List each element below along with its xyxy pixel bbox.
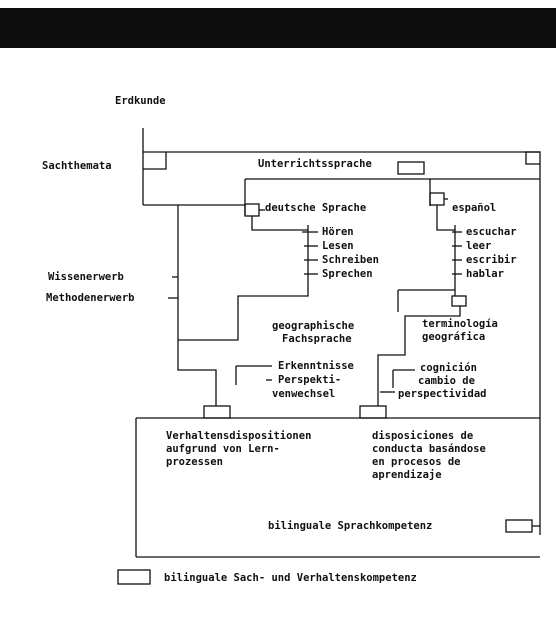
top-black-bar [0,8,556,48]
label-de-skill-4: Sprechen [322,268,373,280]
label-terminologia: terminología [422,318,498,330]
label-verhalten-es-1: disposiciones de [372,430,474,442]
label-verhalten-de-2: aufgrund von Lern- [166,443,280,455]
label-es-skill-4: hablar [466,268,504,280]
label-perspektivenwechsel-2: venwechsel [272,388,336,400]
label-perspectividad: perspectividad [398,388,487,400]
label-deutsche-sprache: deutsche Sprache [265,202,367,214]
label-espanol: español [452,202,497,214]
label-bilinguale-sprachkompetenz: bilinguale Sprachkompetenz [268,520,433,532]
label-methodenerwerb: Methodenerwerb [46,292,135,304]
label-erkenntnisse: Erkenntnisse [278,360,354,372]
label-verhalten-de-1: Verhaltensdispositionen [166,430,312,442]
label-de-skill-2: Lesen [322,240,354,252]
label-sachthemata: Sachthemata [42,160,112,172]
label-de-skill-1: Hören [322,226,354,238]
label-verhalten-de-3: prozessen [166,456,223,468]
label-es-skill-3: escribir [466,254,517,266]
label-geografica: geográfica [422,331,486,343]
label-unterrichtssprache: Unterrichtssprache [258,158,372,170]
label-es-skill-1: escuchar [466,226,517,238]
label-fachsprache: Fachsprache [282,333,352,345]
label-de-skill-3: Schreiben [322,254,379,266]
root-label-erdkunde: Erdkunde [115,95,166,107]
label-bilinguale-sach-verhaltenskompetenz: bilinguale Sach- und Verhaltenskompetenz [164,572,417,584]
label-cognicion: cognición [420,362,477,374]
label-wissenerwerb: Wissenerwerb [48,271,124,283]
label-es-skill-2: leer [466,240,492,252]
label-verhalten-es-2: conducta basándose [372,443,486,455]
label-cambio-de: cambio de [418,375,475,387]
label-perspektivenwechsel-1: Perspekti- [278,374,342,386]
label-verhalten-es-4: aprendizaje [372,469,442,481]
label-verhalten-es-3: en procesos de [372,456,461,468]
label-geographische: geographische [272,320,355,332]
